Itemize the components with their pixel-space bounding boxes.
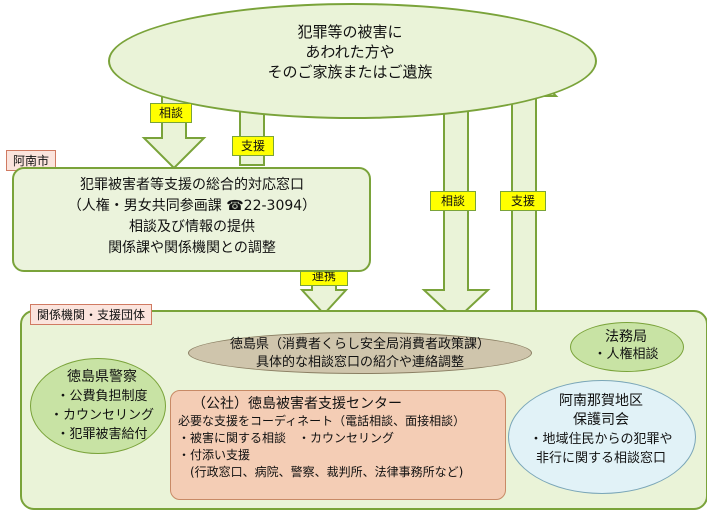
consult-label: 相談 xyxy=(150,103,192,123)
victim-line-2: あわれた方や xyxy=(305,43,395,61)
legal-bureau-ellipse xyxy=(570,322,684,372)
center-line-2: ・被害に関する相談 ・カウンセリング xyxy=(178,431,395,445)
city-line-4: 関係課や関係機関との調整 xyxy=(108,240,276,256)
probation-title-1: 阿南那賀地区 xyxy=(559,393,643,409)
probation-line-1: ・地域住民からの犯罪や xyxy=(529,432,673,447)
center-line-3: ・付添い支援 xyxy=(178,448,251,462)
prefecture-line-1: 徳島県（消費者くらし安全局消費者政策課） xyxy=(229,337,490,352)
victim-line-1: 犯罪等の被害に xyxy=(297,23,403,41)
prefecture-ellipse xyxy=(188,332,532,374)
probation-text: 阿南那賀地区 保護司会 ・地域住民からの犯罪や 非行に関する相談窓口 xyxy=(512,392,690,468)
orgs-tag: 関係機関・支援団体 xyxy=(30,304,153,325)
support-label: 支援 xyxy=(232,136,274,156)
legal-title: 法務局 xyxy=(605,329,647,345)
legal-bureau-text: 法務局 ・人権相談 xyxy=(570,328,682,364)
police-title: 徳島県警察 xyxy=(67,369,137,385)
support-center-text: （公社）徳島被害者支援センター 必要な支援をコーディネート（電話相談、面接相談）… xyxy=(178,396,504,481)
police-item-2: ・カウンセリング xyxy=(49,408,154,423)
city-line-2: （人権・男女共同参画課 ☎22-3094） xyxy=(67,198,317,214)
prefecture-text: 徳島県（消費者くらし安全局消費者政策課） 具体的な相談窓口の紹介や連絡調整 xyxy=(190,336,530,372)
legal-item: ・人権相談 xyxy=(593,347,659,362)
city-text: 犯罪被害者等支援の総合的対応窓口 （人権・男女共同参画課 ☎22-3094） 相… xyxy=(22,175,362,259)
probation-ellipse xyxy=(508,380,696,494)
city-box xyxy=(12,167,371,272)
probation-title-2: 保護司会 xyxy=(573,412,629,428)
prefecture-line-2: 具体的な相談窓口の紹介や連絡調整 xyxy=(255,355,464,370)
city-line-1: 犯罪被害者等支援の総合的対応窓口 xyxy=(80,177,304,193)
police-item-3: ・犯罪被害給付 xyxy=(56,427,148,442)
city-tag: 阿南市 xyxy=(6,150,57,171)
consult-long-label: 相談 xyxy=(430,191,476,211)
support-center-box xyxy=(170,390,506,500)
probation-line-2: 非行に関する相談窓口 xyxy=(535,451,666,466)
center-title: （公社）徳島被害者支援センター xyxy=(192,396,402,412)
center-line-4: (行政窓口、病院、警察、裁判所、法律事務所など) xyxy=(190,465,464,479)
center-line-1: 必要な支援をコーディネート（電話相談、面接相談） xyxy=(178,414,466,428)
victim-line-3: そのご家族またはご遺族 xyxy=(267,63,433,81)
police-text: 徳島県警察 ・公費負担制度 ・カウンセリング ・犯罪被害給付 xyxy=(40,368,164,444)
victim-ellipse xyxy=(108,3,597,119)
police-ellipse xyxy=(30,358,166,454)
city-line-3: 相談及び情報の提供 xyxy=(129,219,255,235)
police-item-1: ・公費負担制度 xyxy=(56,389,148,404)
support-long-label: 支援 xyxy=(500,191,546,211)
victim-text: 犯罪等の被害に あわれた方や そのご家族またはご遺族 xyxy=(150,22,550,82)
